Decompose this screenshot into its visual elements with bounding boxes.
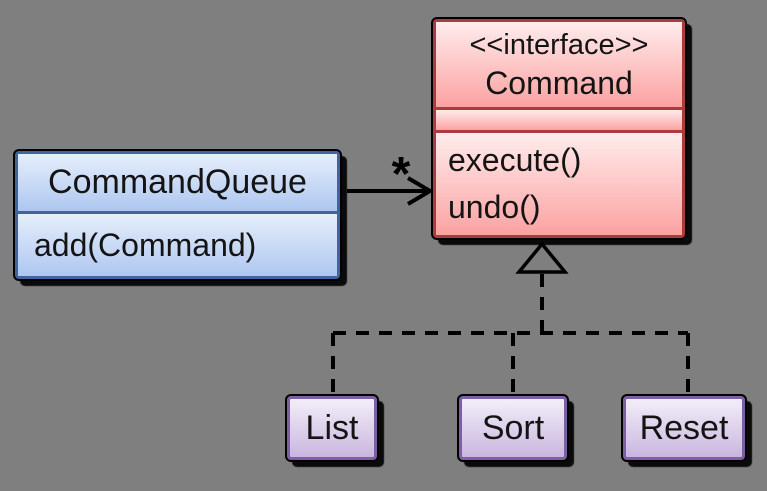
interface-command: <<interface>> Command execute() undo() [431, 17, 687, 240]
compartment-divider [436, 107, 682, 110]
method-undo: undo() [448, 189, 541, 225]
interface-name: Command [485, 64, 633, 101]
method-add: add(Command) [34, 226, 257, 263]
stereotype-label: <<interface>> [469, 28, 649, 61]
class-sort: Sort [457, 394, 569, 462]
hollow-triangle-icon [515, 241, 569, 274]
methods-compartment: execute() undo() [436, 133, 682, 235]
multiplicity-label: * [392, 148, 411, 201]
method-execute: execute() [448, 142, 582, 178]
compartment-divider [18, 211, 337, 214]
class-title-compartment: CommandQueue [18, 154, 337, 211]
attributes-compartment-empty [436, 110, 682, 130]
class-list: List [285, 394, 379, 462]
class-commandqueue: CommandQueue add(Command) [13, 149, 342, 281]
realization-connector [331, 241, 690, 395]
open-arrowhead-icon [406, 176, 434, 206]
methods-compartment: add(Command) [18, 214, 337, 276]
class-reset: Reset [621, 394, 747, 462]
association-arrow: * [347, 148, 434, 206]
compartment-divider [436, 130, 682, 133]
interface-title-compartment: <<interface>> Command [436, 22, 682, 107]
class-name: CommandQueue [48, 163, 307, 201]
class-name: List [305, 408, 359, 447]
class-name: Sort [481, 408, 545, 447]
class-name: Reset [639, 408, 729, 447]
